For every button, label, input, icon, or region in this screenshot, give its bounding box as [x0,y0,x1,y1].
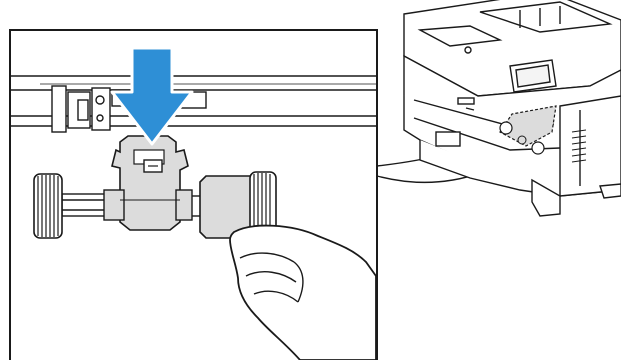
detail-inset [10,30,377,360]
left-gear [34,174,62,238]
printer-icon [404,0,621,216]
